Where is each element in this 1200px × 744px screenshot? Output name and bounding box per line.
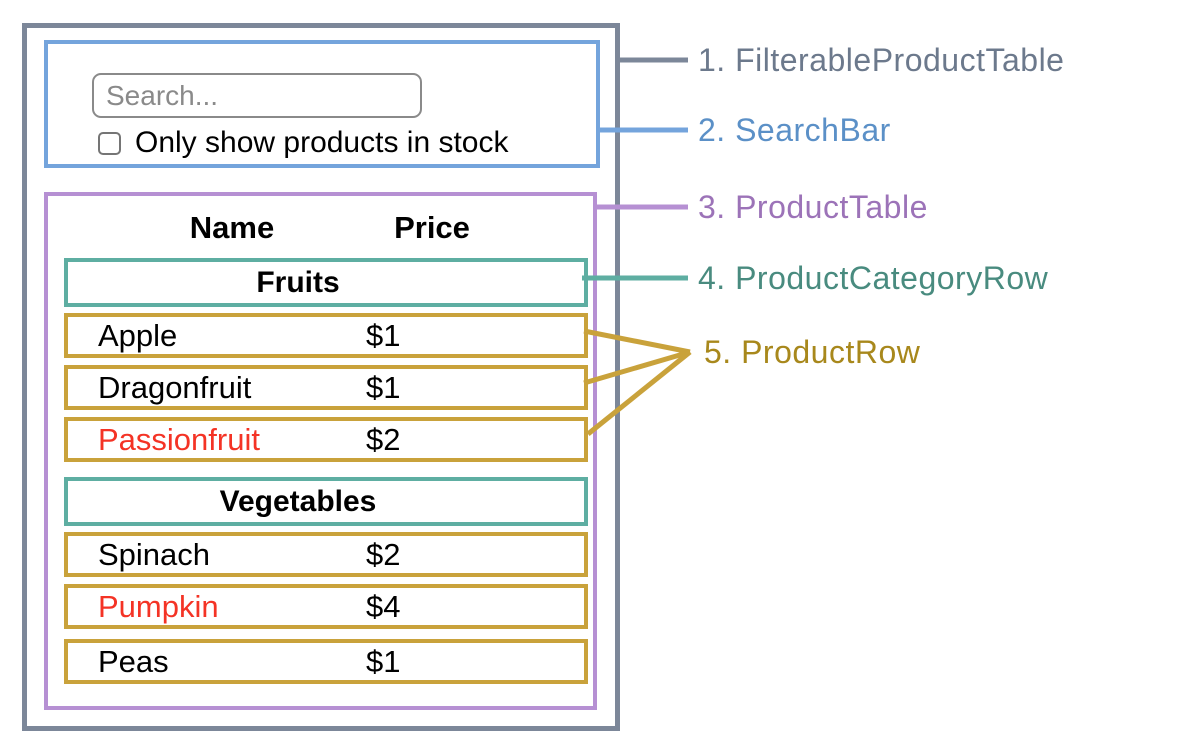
product-price: $2 (366, 537, 401, 572)
product-name: Peas (98, 644, 169, 679)
in-stock-checkbox-label: Only show products in stock (135, 126, 509, 159)
product-row-peas: Peas $1 (64, 639, 588, 684)
product-table-outline: Name Price Fruits Apple $1 Dragonfruit $… (44, 192, 597, 710)
search-bar-outline: Only show products in stock (44, 40, 600, 168)
product-row-spinach: Spinach $2 (64, 532, 588, 577)
product-row-dragonfruit: Dragonfruit $1 (64, 365, 588, 410)
column-header-name: Name (189, 210, 275, 245)
product-row-passionfruit: Passionfruit $2 (64, 417, 588, 462)
product-price: $4 (366, 589, 401, 624)
product-name: Spinach (98, 537, 211, 572)
legend-product-row: 5. ProductRow (704, 334, 921, 370)
in-stock-filter-row: Only show products in stock (98, 126, 509, 160)
category-label: Vegetables (219, 484, 377, 518)
legend-product-table: 3. ProductTable (698, 189, 928, 225)
product-price: $2 (366, 422, 401, 457)
product-price: $1 (366, 370, 401, 405)
legend-filterable-product-table: 1. FilterableProductTable (698, 42, 1065, 78)
product-price: $1 (366, 644, 401, 679)
legend-search-bar: 2. SearchBar (698, 112, 891, 148)
product-row-apple: Apple $1 (64, 313, 588, 358)
product-category-row-vegetables: Vegetables (64, 477, 588, 526)
column-header-price: Price (394, 210, 470, 245)
product-name: Pumpkin (98, 589, 219, 624)
product-category-row-fruits: Fruits (64, 258, 588, 307)
in-stock-checkbox[interactable] (98, 131, 121, 155)
product-name: Passionfruit (98, 422, 260, 457)
product-name: Apple (98, 318, 178, 353)
product-row-pumpkin: Pumpkin $4 (64, 584, 588, 629)
product-price: $1 (366, 318, 401, 353)
product-name: Dragonfruit (98, 370, 252, 405)
legend-product-category-row: 4. ProductCategoryRow (698, 260, 1049, 296)
category-label: Fruits (256, 265, 340, 299)
search-input[interactable] (92, 73, 422, 118)
